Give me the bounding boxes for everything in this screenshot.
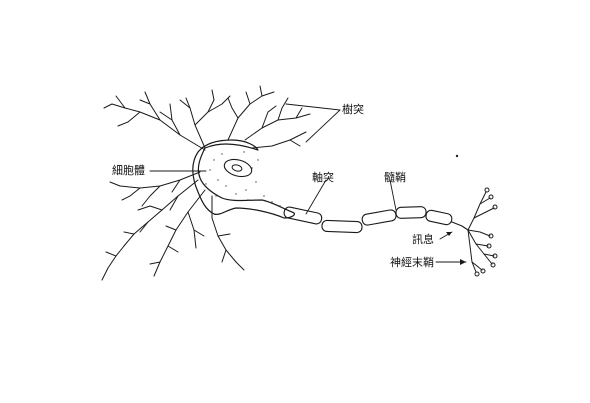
dendrites [101,85,311,281]
nucleus [223,158,253,178]
nerve-endings [467,191,495,273]
label-myelin-sheath: 髓鞘 [384,171,406,184]
myelin-segment [321,219,363,234]
label-signal: 訊息 [412,233,434,246]
axon [283,206,469,234]
nucleolus [231,164,243,172]
label-cell-body: 細胞體 [112,164,145,177]
cytoplasm-dots [205,151,281,207]
arrowheads [446,232,466,265]
label-axon: 軸突 [312,171,334,184]
speck [455,154,459,158]
cell-body [192,139,296,219]
leader-myelin [389,179,397,211]
leader-dendrite-2 [305,109,341,143]
leader-dendrite-1 [285,103,341,111]
myelin-segment [395,206,427,219]
label-dendrite: 樹突 [342,103,364,116]
myelin-segment [283,206,323,225]
leader-axon [305,179,327,215]
synaptic-terminals [474,187,498,277]
label-nerve-ending: 神經末鞘 [390,256,434,269]
myelin-segment [361,209,397,226]
myelin-segment [425,209,453,226]
